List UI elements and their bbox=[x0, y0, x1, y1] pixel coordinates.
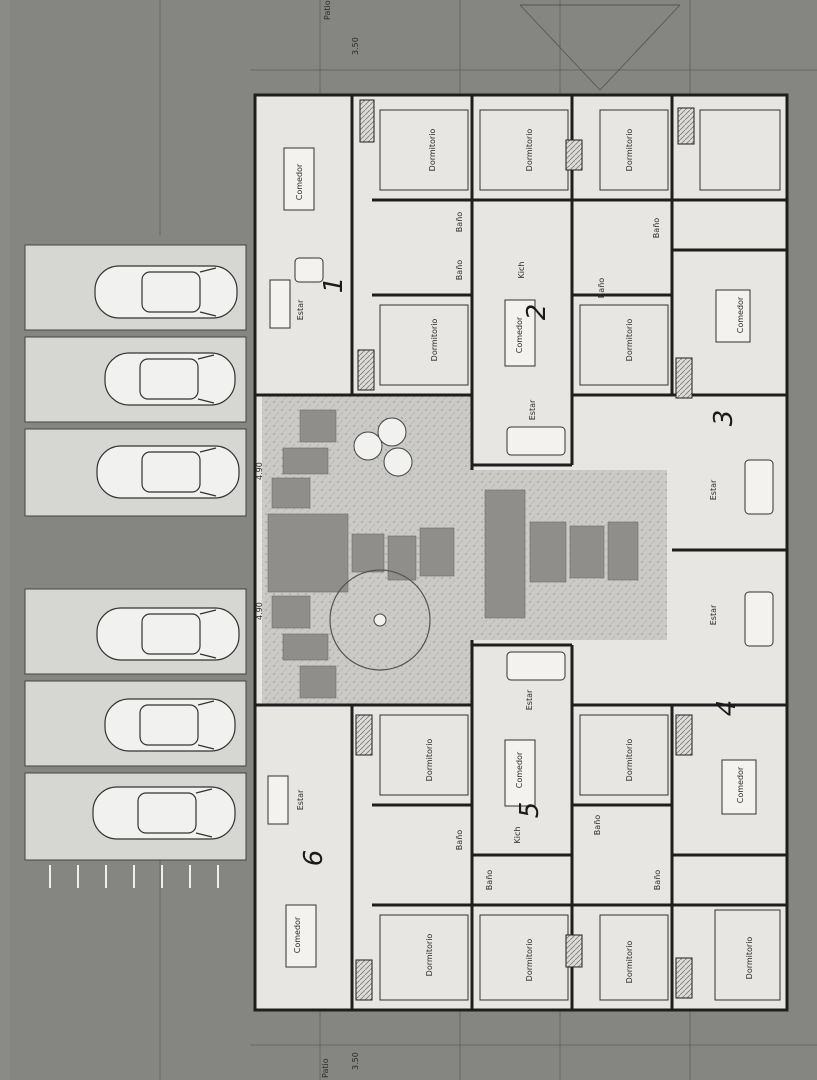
unit-number: 3 bbox=[709, 410, 739, 427]
room-label: Estar bbox=[528, 399, 537, 420]
unit-number: 2 bbox=[522, 304, 552, 321]
room-label: Baño bbox=[653, 870, 662, 890]
room-label: Estar bbox=[296, 789, 305, 810]
room-label: Dormitorio bbox=[625, 319, 634, 362]
room-label: Dormitorio bbox=[430, 319, 439, 362]
courtyard bbox=[262, 395, 667, 705]
room-label: Dormitorio bbox=[525, 129, 534, 172]
room-label: Dormitorio bbox=[425, 739, 434, 782]
room-label: Comedor bbox=[736, 296, 745, 333]
courtyard-dimension-left: 4.90 bbox=[255, 462, 264, 480]
room-label: Comedor bbox=[295, 163, 304, 200]
courtyard-dimension-right: 4.90 bbox=[255, 602, 264, 620]
room-label: Baño bbox=[455, 830, 464, 850]
margin-labels: Patio 3.50 3.50 Patio 4.90 4.90 bbox=[255, 0, 360, 1078]
dimension-bottom: 3.50 bbox=[351, 1052, 360, 1070]
room-label: Baño bbox=[485, 870, 494, 890]
unit-number: 4 bbox=[712, 700, 742, 717]
site-grid bbox=[159, 0, 817, 1080]
furniture bbox=[267, 109, 781, 1001]
room-label: Estar bbox=[709, 479, 718, 500]
room-labels: ComedorEstarDormitorioBañoBañoDormitorio… bbox=[293, 129, 754, 984]
car-icon bbox=[104, 698, 236, 752]
room-label: Comedor bbox=[515, 751, 524, 788]
room-label: Estar bbox=[296, 299, 305, 320]
room-label: Estar bbox=[709, 604, 718, 625]
room-label: Comedor bbox=[736, 766, 745, 803]
dimension-top: 3.50 bbox=[351, 37, 360, 55]
storage-blocks bbox=[355, 99, 695, 1001]
room-label: Baño bbox=[597, 278, 606, 298]
room-label: Baño bbox=[652, 218, 661, 238]
room-label: Dormitorio bbox=[625, 739, 634, 782]
car-icon bbox=[104, 352, 236, 406]
room-label: Estar bbox=[525, 689, 534, 710]
car-icon bbox=[94, 265, 238, 319]
parking-stripes bbox=[49, 865, 219, 888]
room-label: Comedor bbox=[293, 916, 302, 953]
patio-label-top: Patio bbox=[323, 0, 332, 20]
patio-label-bottom: Patio bbox=[321, 1058, 330, 1078]
room-label: Baño bbox=[455, 260, 464, 280]
room-label: Kich bbox=[517, 262, 526, 279]
room-label: Dormitorio bbox=[525, 939, 534, 982]
car-icon bbox=[96, 445, 240, 499]
unit-number: 6 bbox=[299, 850, 329, 867]
unit-numbers: 1 2 3 4 5 6 bbox=[299, 277, 742, 867]
unit-number: 1 bbox=[319, 277, 349, 294]
room-label: Comedor bbox=[515, 316, 524, 353]
room-label: Dormitorio bbox=[428, 129, 437, 172]
room-label: Kich bbox=[513, 827, 522, 844]
room-label: Dormitorio bbox=[625, 941, 634, 984]
parking-area bbox=[24, 244, 247, 888]
car-icon bbox=[96, 607, 240, 661]
room-label: Dormitorio bbox=[625, 129, 634, 172]
top-triangles bbox=[519, 4, 681, 91]
unit-number: 5 bbox=[515, 802, 545, 819]
room-label: Baño bbox=[593, 815, 602, 835]
room-label: Dormitorio bbox=[425, 934, 434, 977]
car-icon bbox=[92, 786, 236, 840]
room-label: Baño bbox=[455, 212, 464, 232]
room-label: Dormitorio bbox=[745, 937, 754, 980]
